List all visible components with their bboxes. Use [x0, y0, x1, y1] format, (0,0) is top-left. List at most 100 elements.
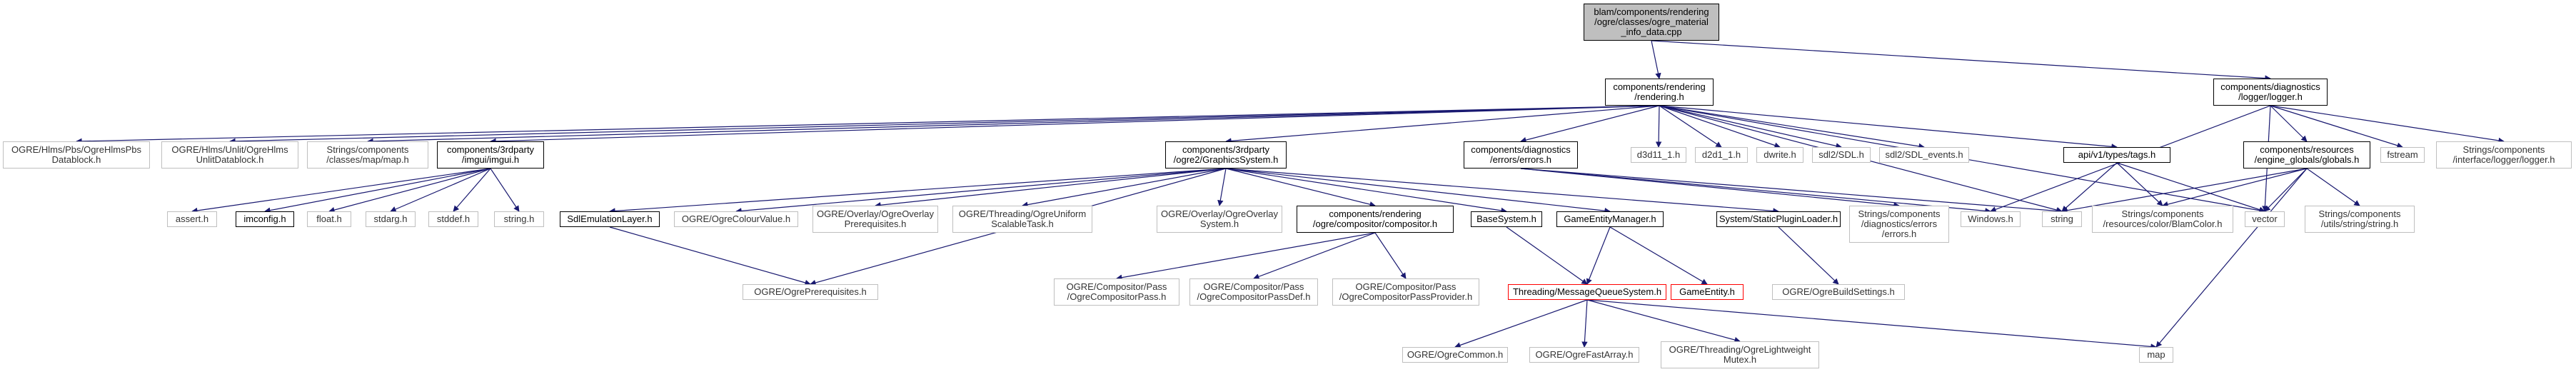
edge-rendering_h-to-hlms_pbs [76, 105, 1660, 145]
node-stdarg-h[interactable]: stdarg.h [366, 211, 416, 227]
edge-game_entity_manager-to-game_entity [1609, 226, 1708, 285]
node-sdl-emulation-layer-h[interactable]: SdlEmulationLayer.h [560, 211, 660, 227]
node-fstream[interactable]: fstream [2380, 147, 2425, 163]
node-ogre-prerequisites-h[interactable]: OGRE/OgrePrerequisites.h [743, 284, 878, 300]
node-strings-errors-h[interactable]: Strings/components /diagnostics/errors /… [1849, 206, 1949, 243]
edge-logger_h-to-globals_h [2270, 105, 2308, 142]
node-assert-h[interactable]: assert.h [167, 211, 217, 227]
edge-compositor_h-to-comp_pass_provider [1374, 232, 1407, 279]
node-static-plugin-loader-h[interactable]: System/StaticPluginLoader.h [1716, 211, 1841, 227]
node-strings-map-h[interactable]: Strings/components /classes/map/map.h [307, 141, 428, 169]
node-d2d1-1-h[interactable]: d2d1_1.h [1695, 147, 1748, 163]
node-ogre-colour-value-h[interactable]: OGRE/OgreColourValue.h [674, 211, 798, 227]
node-compositor-h[interactable]: components/rendering /ogre/compositor/co… [1297, 206, 1454, 233]
edge-graphics_system-to-overlay_prereq [875, 168, 1227, 208]
edge-rendering_h-to-map_h [367, 105, 1660, 144]
node-blam-color-h[interactable]: Strings/components /resources/color/Blam… [2092, 206, 2233, 233]
node-string-h[interactable]: string.h [494, 211, 544, 227]
node-tags-h[interactable]: api/v1/types/tags.h [2063, 147, 2170, 163]
node-ogre-hlms-unlit-datablock[interactable]: OGRE/Hlms/Unlit/OgreHlms UnlitDatablock.… [161, 141, 298, 169]
edge-errors_h-to-string [1520, 168, 2063, 214]
node-ogre-uniform-scalable-task-h[interactable]: OGRE/Threading/OgreUniform ScalableTask.… [952, 206, 1092, 233]
node-windows-h[interactable]: Windows.h [1961, 211, 2021, 227]
node-dwrite-h[interactable]: dwrite.h [1756, 147, 1803, 163]
edge-globals_h-to-string_utils [2306, 168, 2360, 206]
node-ogre-compositor-pass-provider-h[interactable]: OGRE/Compositor/Pass /OgreCompositorPass… [1332, 278, 1479, 306]
edge-rendering_h-to-imgui_h [490, 105, 1660, 144]
edge-rendering_h-to-d2d1_1 [1659, 105, 1722, 148]
node-vector[interactable]: vector [2245, 211, 2285, 227]
node-strings-logger-h[interactable]: Strings/components /interface/logger/log… [2436, 141, 2572, 169]
edge-rendering_h-to-graphics_system [1225, 105, 1660, 144]
node-graphics-system-h[interactable]: components/3rdparty /ogre2/GraphicsSyste… [1165, 141, 1287, 169]
node-stddef-h[interactable]: stddef.h [428, 211, 478, 227]
edge-rendering_h-to-tags_h [1659, 105, 2118, 150]
node-ogre-hlms-pbs-datablock[interactable]: OGRE/Hlms/Pbs/OgreHlmsPbs Datablock.h [3, 141, 150, 169]
edge-sdl_emulation-to-ogre_prereq [609, 226, 811, 286]
node-string[interactable]: string [2042, 211, 2082, 227]
node-message-queue-system-h[interactable]: Threading/MessageQueueSystem.h [1508, 284, 1666, 300]
edge-globals_h-to-map [2155, 168, 2308, 348]
edge-compositor_h-to-comp_pass_def [1253, 232, 1376, 280]
edge-logger_h-to-fstream [2270, 105, 2403, 149]
node-base-system-h[interactable]: BaseSystem.h [1471, 211, 1542, 227]
node-ogre-overlay-prerequisites-h[interactable]: OGRE/Overlay/OgreOverlay Prerequisites.h [812, 206, 938, 233]
edge-logger_h-to-strings_logger [2270, 105, 2505, 144]
node-map[interactable]: map [2139, 347, 2173, 363]
edge-graphics_system-to-colour_value [735, 168, 1227, 214]
edge-message_queue-to-map [1586, 299, 2157, 350]
node-sdl2-events-h[interactable]: sdl2/SDL_events.h [1879, 147, 1969, 163]
edge-graphics_system-to-static_plugin_loader [1225, 168, 1779, 214]
edge-imgui_h-to-stddef_h [453, 168, 491, 212]
edge-tags_h-to-string [2061, 162, 2118, 212]
edge-message_queue-to-ogre_common [1454, 299, 1588, 348]
node-ogre-compositor-pass-h[interactable]: OGRE/Compositor/Pass /OgreCompositorPass… [1054, 278, 1179, 306]
edge-graphics_system-to-uniform_task [1022, 168, 1227, 208]
edge-root-to-rendering_h [1651, 40, 1661, 79]
edge-graphics_system-to-base_system [1225, 168, 1507, 214]
edge-rendering_h-to-errors_h [1520, 105, 1660, 144]
node-string-utils-h[interactable]: Strings/components /utils/string/string.… [2305, 206, 2415, 233]
node-errors-h[interactable]: components/diagnostics /errors/errors.h [1464, 141, 1578, 169]
node-globals-h[interactable]: components/resources /engine_globals/glo… [2243, 141, 2370, 169]
edge-compositor_h-to-comp_pass [1116, 232, 1376, 281]
node-d3d11-1-h[interactable]: d3d11_1.h [1631, 147, 1686, 163]
edge-imgui_h-to-assert_h [191, 168, 491, 214]
edge-static_plugin_loader-to-build_settings [1778, 226, 1839, 285]
edge-tags_h-to-vector [2116, 162, 2265, 213]
edge-imgui_h-to-imconfig_h [264, 168, 491, 213]
edge-imgui_h-to-stdarg_h [390, 168, 491, 212]
node-root-source-file[interactable]: blam/components/rendering /ogre/classes/… [1584, 4, 1719, 41]
edge-rendering_h-to-sdl2_events [1659, 105, 1925, 149]
edge-imgui_h-to-string_h [490, 168, 520, 212]
node-ogre-build-settings-h[interactable]: OGRE/OgreBuildSettings.h [1772, 284, 1905, 300]
edge-imgui_h-to-float_h [328, 168, 491, 213]
node-ogre-overlay-system-h[interactable]: OGRE/Overlay/OgreOverlay System.h [1157, 206, 1282, 233]
dependency-edges [76, 40, 2505, 350]
edge-rendering_h-to-sdl2_sdl [1659, 105, 1842, 149]
node-ogre-compositor-pass-def-h[interactable]: OGRE/Compositor/Pass /OgreCompositorPass… [1189, 278, 1318, 306]
edge-globals_h-to-vector [2264, 168, 2308, 212]
edge-rendering_h-to-hlms_unlit [229, 105, 1660, 145]
node-game-entity-manager-h[interactable]: GameEntityManager.h [1556, 211, 1664, 227]
edge-graphics_system-to-sdl_emulation [609, 168, 1227, 214]
node-rendering-h[interactable]: components/rendering /rendering.h [1605, 79, 1714, 106]
edge-globals_h-to-blam_color [2162, 168, 2308, 208]
edge-graphics_system-to-game_entity_manager [1225, 168, 1611, 214]
edge-errors_h-to-strings_errors [1520, 168, 1900, 208]
node-ogre-common-h[interactable]: OGRE/OgreCommon.h [1402, 347, 1508, 363]
edge-errors_h-to-windows_h [1520, 168, 1991, 214]
node-ogre-lightweight-mutex-h[interactable]: OGRE/Threading/OgreLightweight Mutex.h [1661, 341, 1819, 368]
node-logger-h[interactable]: components/diagnostics /logger/logger.h [2213, 79, 2328, 106]
node-game-entity-h[interactable]: GameEntity.h [1671, 284, 1744, 300]
node-imgui-h[interactable]: components/3rdparty /imgui/imgui.h [437, 141, 544, 169]
edge-game_entity_manager-to-message_queue [1586, 226, 1611, 285]
edge-tags_h-to-blam_color [2116, 162, 2163, 206]
edge-message_queue-to-fast_array [1581, 299, 1588, 348]
node-ogre-fast-array-h[interactable]: OGRE/OgreFastArray.h [1529, 347, 1639, 363]
node-float-h[interactable]: float.h [307, 211, 351, 227]
edge-globals_h-to-string [2061, 168, 2308, 213]
node-sdl2-sdl-h[interactable]: sdl2/SDL.h [1812, 147, 1871, 163]
node-imconfig-h[interactable]: imconfig.h [236, 211, 294, 227]
